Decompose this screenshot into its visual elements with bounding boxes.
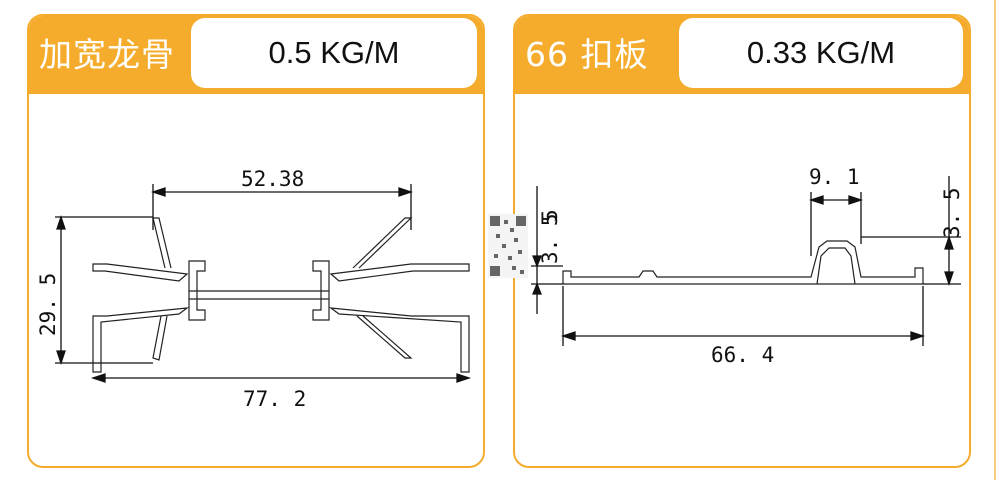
keel-profile-shape — [92, 217, 470, 373]
dim-height: 29. 5 — [36, 273, 60, 336]
keel-dimension-lines — [55, 184, 472, 383]
weight-label: 0.33 KG/M — [679, 18, 963, 88]
buckle-plate-profile-drawing: 5 3. 5 9. 1 3. 5 66. 4 — [531, 165, 964, 367]
dim-top-width: 52.38 — [241, 167, 304, 191]
card-header: 66 扣板 0.33 KG/M — [515, 16, 969, 94]
card-header: 加宽龙骨 0.5 KG/M — [29, 16, 483, 94]
dim-left-height-digits: 3. 5 — [538, 213, 562, 264]
weight-label: 0.5 KG/M — [191, 18, 477, 88]
buckle-plate-dimension-lines — [531, 176, 961, 346]
buckle-plate-card: 66 扣板 0.33 KG/M — [513, 14, 971, 468]
keel-profile-drawing: 52.38 29. 5 77. 2 — [36, 167, 472, 411]
dim-bottom-width: 77. 2 — [243, 387, 306, 411]
dim-bottom-width: 66. 4 — [711, 343, 774, 367]
dim-left-height: 5 — [538, 209, 562, 222]
next-card-edge — [994, 0, 996, 480]
product-name: 加宽龙骨 — [39, 35, 175, 74]
product-name: 66 扣板 — [525, 35, 649, 74]
keel-card: 加宽龙骨 0.5 KG/M — [27, 14, 485, 468]
dim-right-height: 3. 5 — [940, 187, 964, 238]
dim-top-width: 9. 1 — [809, 165, 860, 189]
qr-code-watermark — [488, 214, 528, 278]
buckle-plate-profile-shape — [562, 240, 924, 285]
